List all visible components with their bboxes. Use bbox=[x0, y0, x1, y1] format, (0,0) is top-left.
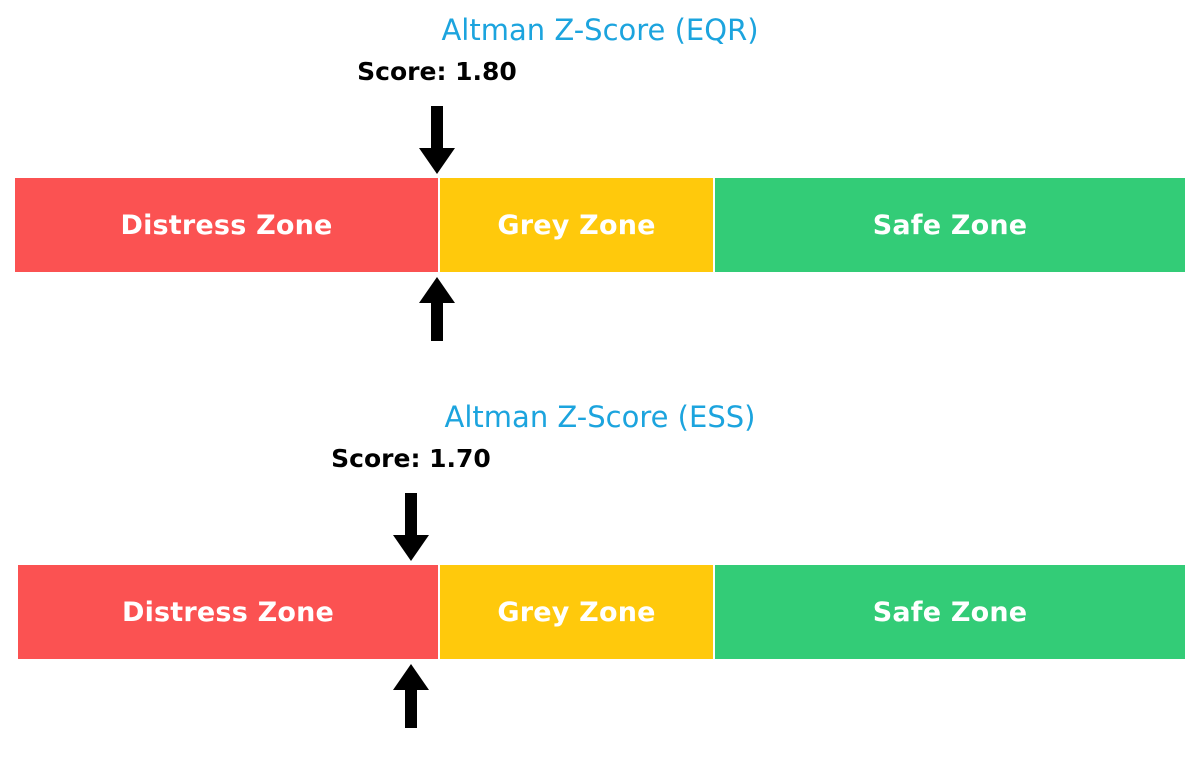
zone-label-grey-eqr: Grey Zone bbox=[497, 209, 656, 241]
zone-distress-eqr[interactable]: Distress Zone bbox=[15, 178, 438, 272]
chart-title-ess: Altman Z-Score (ESS) bbox=[444, 400, 756, 434]
chart-panel-eqr: Altman Z-Score (EQR) Score: 1.80 Distres… bbox=[0, 0, 1200, 360]
zone-safe-eqr[interactable]: Safe Zone bbox=[715, 178, 1185, 272]
zone-safe-ess[interactable]: Safe Zone bbox=[715, 565, 1185, 659]
score-label-eqr: Score: 1.80 bbox=[357, 57, 517, 86]
zone-label-safe-ess: Safe Zone bbox=[872, 596, 1028, 628]
score-label-ess: Score: 1.70 bbox=[331, 444, 491, 473]
zone-label-distress-eqr: Distress Zone bbox=[120, 209, 333, 241]
zone-grey-ess[interactable]: Grey Zone bbox=[440, 565, 713, 659]
up-arrow-icon-ess bbox=[391, 664, 431, 728]
zone-distress-ess[interactable]: Distress Zone bbox=[18, 565, 438, 659]
up-arrow-icon-eqr bbox=[417, 277, 457, 341]
zone-grey-eqr[interactable]: Grey Zone bbox=[440, 178, 713, 272]
chart-panel-ess: Altman Z-Score (ESS) Score: 1.70 Distres… bbox=[0, 387, 1200, 774]
chart-title-eqr: Altman Z-Score (EQR) bbox=[441, 13, 759, 47]
zone-label-distress-ess: Distress Zone bbox=[121, 596, 335, 628]
zone-label-grey-ess: Grey Zone bbox=[497, 596, 656, 628]
down-arrow-icon-ess bbox=[391, 493, 431, 561]
down-arrow-icon-eqr bbox=[417, 106, 457, 174]
zone-label-safe-eqr: Safe Zone bbox=[872, 209, 1028, 241]
zone-bar-ess: Distress Zone Grey Zone Safe Zone bbox=[18, 565, 1185, 659]
zone-bar-eqr: Distress Zone Grey Zone Safe Zone bbox=[15, 178, 1185, 272]
